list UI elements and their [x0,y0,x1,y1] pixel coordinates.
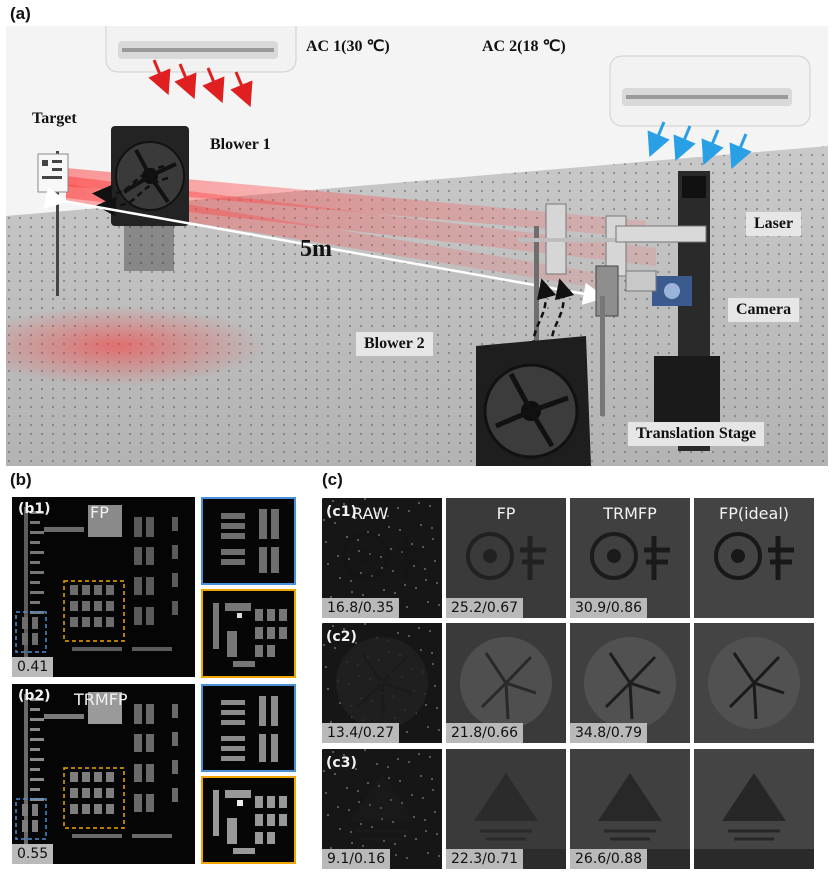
c3-fpideal-image [694,749,814,869]
c1-raw-image: RAW(c1) 16.8/0.35 [322,498,442,618]
c1-metric-fp: 25.2/0.67 [446,598,524,618]
b1-orange-roi [63,580,125,642]
target-chart [37,151,69,296]
ac1-unit [105,26,297,108]
blower-2 [476,336,591,466]
b1-method-label: FP [90,503,109,522]
setup-illustration [6,26,828,466]
c2-metric-trmfp: 34.8/0.79 [570,723,648,743]
b1-blue-zoom [201,497,296,585]
b2-metric: 0.55 [12,844,54,864]
c3-metric-trmfp: 26.6/0.88 [570,849,648,869]
c2-row-tag: (c2) [326,629,357,645]
c1-row-tag: (c1) [326,504,357,520]
blower1-label: Blower 1 [210,136,271,153]
distance-label: 5m [300,236,332,262]
ac2-unit [609,55,811,170]
b1-orange-zoom [201,589,296,678]
optical-setup-scene: AC 1(30 ℃) AC 2(18 ℃) Target Blower 1 5m… [6,26,828,466]
b2-method-label: TRMFP [74,690,128,709]
c3-trmfp-image: 26.6/0.88 [570,749,690,869]
distance-arrow [43,186,606,305]
c3-metric-fp: 22.3/0.71 [446,849,524,869]
column-header-raw: RAW [352,504,389,523]
c1-fpideal-image: FP(ideal) [694,498,814,618]
translation-stage-label: Translation Stage [628,422,765,446]
c1-metric-raw: 16.8/0.35 [322,598,400,618]
c3-raw-image: (c3) 9.1/0.16 [322,749,442,869]
column-header-trmfp: TRMFP [603,504,657,523]
target-label: Target [32,110,77,127]
ac2-label: AC 2(18 ℃) [482,38,566,55]
c1-fp-image: FP 25.2/0.67 [446,498,566,618]
b2-trmfp-image: (b2) TRMFP 0.55 [12,684,195,864]
column-header-fpideal: FP(ideal) [718,504,790,523]
c1-trmfp-image: TRMFP 30.9/0.86 [570,498,690,618]
b1-tag: (b1) [18,501,51,517]
b1-blue-roi [15,611,47,653]
laser-label: Laser [746,212,802,236]
c3-fp-image: 22.3/0.71 [446,749,566,869]
b1-metric: 0.41 [12,657,54,677]
c2-fpideal-image [694,623,814,743]
c2-metric-raw: 13.4/0.27 [322,723,400,743]
panel-b-label: (b) [10,470,32,489]
c1-metric-trmfp: 30.9/0.86 [570,598,648,618]
c3-row-tag: (c3) [326,755,357,771]
b2-tag: (b2) [18,688,51,704]
b2-orange-roi [63,767,125,829]
blower2-label: Blower 2 [356,332,433,356]
b2-orange-zoom [201,776,296,864]
b1-fp-image: (b1) FP 0.41 [12,497,195,677]
c2-raw-image: (c2) 13.4/0.27 [322,623,442,743]
camera-label: Camera [728,298,800,322]
panel-c-label: (c) [322,470,343,489]
c2-fp-image: 21.8/0.66 [446,623,566,743]
column-header-fp: FP [496,504,516,523]
panel-a-label: (a) [10,4,31,23]
ac1-label: AC 1(30 ℃) [306,38,390,55]
b2-blue-roi [15,798,47,840]
c2-trmfp-image: 34.8/0.79 [570,623,690,743]
c3-metric-raw: 9.1/0.16 [322,849,391,869]
beam-reflection [6,306,266,386]
b2-blue-zoom [201,684,296,772]
c2-metric-fp: 21.8/0.66 [446,723,524,743]
